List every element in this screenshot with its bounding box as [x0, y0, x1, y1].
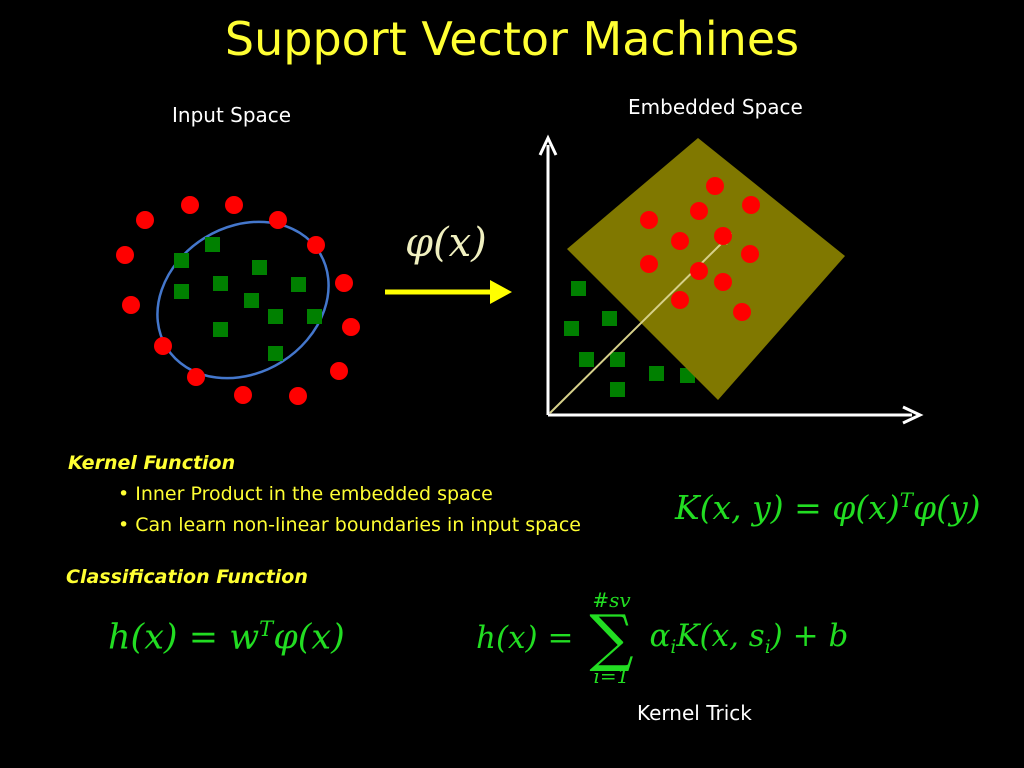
primal-classification-formula: h(x) = wTφ(x) — [108, 617, 345, 658]
kernel-bullet-nonlinear: • Can learn non-linear boundaries in inp… — [118, 514, 581, 536]
dual-formula-alpha-sub: i — [670, 637, 677, 658]
dual-formula-terms: αiK(x, si) + b — [649, 617, 849, 658]
input-green-point — [205, 237, 220, 252]
embedded-red-point — [690, 262, 708, 280]
primal-formula-phi: φ(x) — [273, 617, 345, 658]
embedded-red-point — [706, 177, 724, 195]
input-red-point — [330, 362, 348, 380]
embedded-red-point — [733, 303, 751, 321]
embedded-green-point — [564, 321, 579, 336]
dual-formula-equals: = — [547, 619, 574, 656]
embedded-green-point — [602, 311, 617, 326]
slide-title: Support Vector Machines — [224, 12, 800, 66]
mapping-phi-label: φ(x) — [405, 220, 487, 266]
embedded-red-point — [640, 211, 658, 229]
input-green-point — [174, 284, 189, 299]
input-positive-points — [116, 196, 360, 405]
input-red-point — [307, 236, 325, 254]
input-green-point — [268, 309, 283, 324]
embedded-red-point — [741, 245, 759, 263]
input-green-point — [268, 346, 283, 361]
kernel-bullet-inner-product: • Inner Product in the embedded space — [118, 483, 493, 505]
input-red-point — [234, 386, 252, 404]
input-red-point — [269, 211, 287, 229]
primal-formula-w: w — [229, 617, 260, 658]
kernel-formula-lhs: K(x, y) — [675, 488, 784, 527]
embedded-red-point — [671, 291, 689, 309]
input-red-point — [136, 211, 154, 229]
sigma-symbol: ∑ — [589, 601, 634, 674]
primal-formula-transpose: T — [259, 617, 274, 641]
kernel-trick-label: Kernel Trick — [637, 701, 752, 725]
input-red-point — [289, 387, 307, 405]
embedded-green-point — [610, 382, 625, 397]
embedded-red-point — [690, 202, 708, 220]
input-green-point — [174, 253, 189, 268]
sum-upper-limit: #sv — [592, 588, 631, 612]
embedded-green-point — [649, 366, 664, 381]
embedded-positive-points — [640, 177, 760, 321]
input-red-point — [187, 368, 205, 386]
embedded-green-point — [571, 281, 586, 296]
dual-formula-tail: ) + b — [770, 617, 849, 654]
embedded-red-point — [714, 227, 732, 245]
input-green-point — [213, 276, 228, 291]
input-green-point — [213, 322, 228, 337]
kernel-formula-phi-y: φ(y) — [912, 488, 981, 527]
dual-formula-lhs: h(x) — [476, 619, 538, 656]
dual-formula-alpha: α — [649, 617, 671, 654]
dual-formula-kernel: K(x, s — [676, 617, 765, 654]
embedded-space-label: Embedded Space — [628, 95, 803, 119]
summation: #sv ∑ i=1 — [589, 590, 633, 686]
input-red-point — [122, 296, 140, 314]
primal-formula-lhs: h(x) — [108, 617, 178, 658]
embedded-green-point — [579, 352, 594, 367]
embedded-green-point — [610, 352, 625, 367]
sum-lower-limit: i=1 — [593, 663, 630, 688]
input-red-point — [154, 337, 172, 355]
kernel-formula: K(x, y) = φ(x)Tφ(y) — [675, 488, 980, 527]
mapping-arrow — [385, 280, 512, 304]
dual-formula-s-sub: i — [764, 637, 771, 658]
embedded-negative-points — [564, 281, 695, 397]
input-red-point — [116, 246, 134, 264]
embedded-red-point — [640, 255, 658, 273]
embedded-red-point — [714, 273, 732, 291]
kernel-formula-phi-x: φ(x) — [832, 488, 900, 527]
embedded-red-point — [742, 196, 760, 214]
input-red-point — [335, 274, 353, 292]
embedded-axes — [538, 134, 924, 425]
input-green-point — [307, 309, 322, 324]
input-green-point — [244, 293, 259, 308]
kernel-function-heading: Kernel Function — [68, 452, 236, 474]
dual-classification-formula: h(x) = #sv ∑ i=1 αiK(x, si) + b — [476, 590, 848, 686]
input-space-label: Input Space — [172, 103, 292, 127]
input-green-point — [252, 260, 267, 275]
input-red-point — [342, 318, 360, 336]
input-green-point — [291, 277, 306, 292]
input-red-point — [181, 196, 199, 214]
kernel-formula-transpose: T — [899, 489, 913, 512]
primal-formula-equals: = — [188, 617, 219, 658]
input-red-point — [225, 196, 243, 214]
embedded-red-point — [671, 232, 689, 250]
classification-function-heading: Classification Function — [66, 566, 308, 588]
decision-boundary-ellipse — [156, 220, 330, 380]
kernel-formula-equals: = — [794, 488, 822, 527]
input-negative-points — [174, 237, 322, 361]
